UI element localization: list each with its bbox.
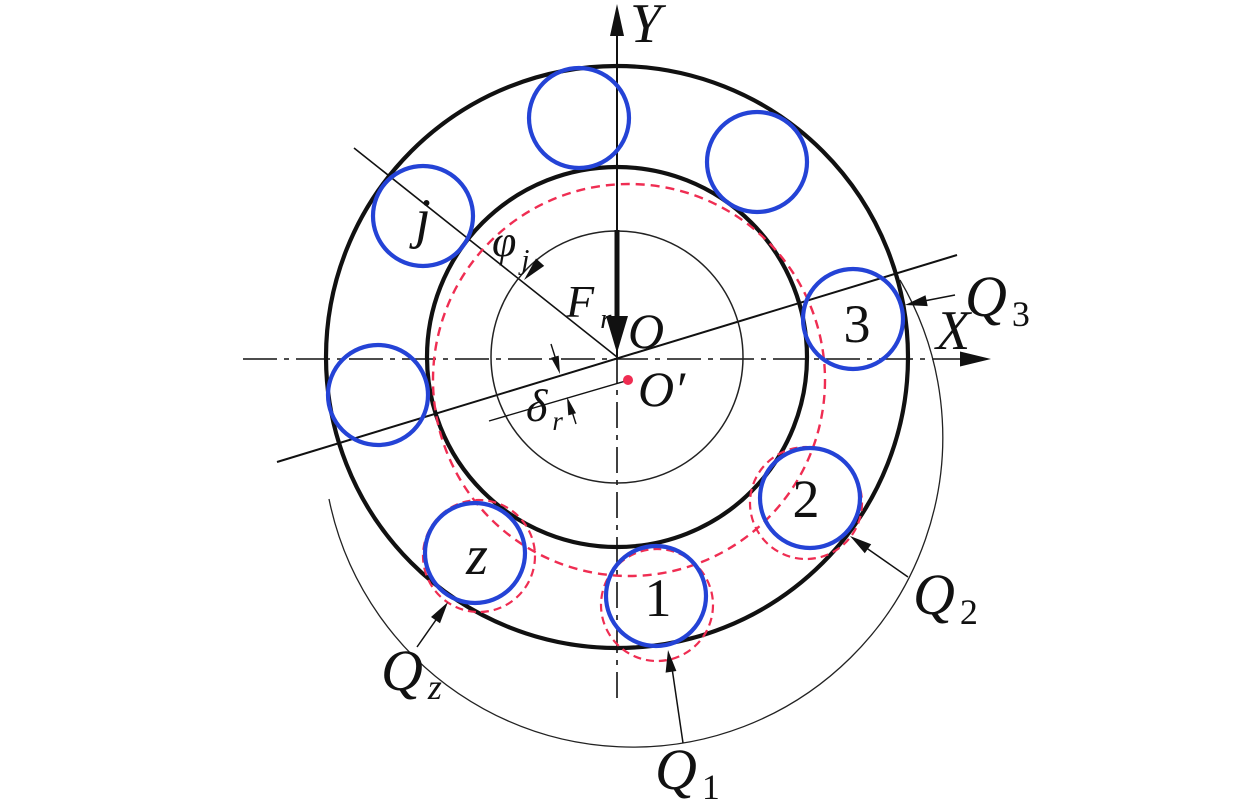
ball-2: [757, 445, 863, 551]
radial-force-label: F r: [565, 276, 612, 335]
displaced-center-point: [623, 375, 633, 385]
load-q3-label: Q 3: [965, 264, 1030, 334]
ball-2-label: 2: [793, 469, 820, 529]
delta-dim-lower-arrowhead-icon: [567, 397, 576, 416]
ball-j-label: j: [409, 188, 431, 250]
q1-leader-line: [671, 667, 684, 744]
ball-left: [325, 342, 431, 448]
qz-leader-line: [416, 616, 439, 648]
angle-arc-arrowhead-icon: [524, 258, 545, 280]
load-q1-label: Q 1: [655, 737, 720, 803]
radial-force-arrowhead-icon: [606, 316, 628, 353]
x-axis-label: X: [934, 300, 973, 362]
ball-z: [422, 500, 528, 606]
ball-j-position-line: [353, 147, 618, 358]
ball-3: [800, 266, 906, 372]
y-axis-arrowhead-icon: [610, 4, 624, 36]
ball-j: [370, 163, 476, 269]
ball3-position-line: [276, 254, 958, 463]
ball-3-label: 3: [844, 294, 871, 354]
inner-ring-raceway-circle: [424, 164, 810, 550]
q3-leader-line: [923, 294, 956, 302]
center-o-label: O: [628, 303, 664, 359]
ball-1: [603, 543, 709, 649]
displaced-ball-1-circle: [599, 547, 715, 663]
q3-arrowhead-icon: [905, 295, 928, 307]
ball-top-left: [526, 65, 632, 171]
x-axis-arrowhead-icon: [960, 351, 991, 367]
delta-dim-upper-arrowhead-icon: [551, 355, 560, 374]
ball-1-label: 1: [645, 568, 672, 628]
load-distribution-envelope-arc: [328, 279, 944, 748]
displaced-raceway-circle: [431, 182, 827, 578]
ball-top-right: [704, 109, 810, 215]
radial-displacement-label: δ r: [526, 380, 563, 436]
ball-z-label: z: [465, 525, 488, 587]
y-axis-label: Y: [630, 0, 667, 55]
q1-arrowhead-icon: [665, 650, 677, 673]
load-q2-label: Q 2: [913, 562, 978, 632]
ball-angle-label: φ j: [492, 217, 529, 276]
center-o-prime-label: O′: [638, 361, 686, 417]
q2-arrowhead-icon: [850, 536, 872, 554]
displaced-center-line: [488, 379, 630, 422]
outer-ring-circle: [323, 63, 911, 651]
qz-arrowhead-icon: [431, 602, 448, 624]
q2-leader-line: [864, 546, 909, 578]
load-qz-label: Q z: [381, 638, 442, 707]
